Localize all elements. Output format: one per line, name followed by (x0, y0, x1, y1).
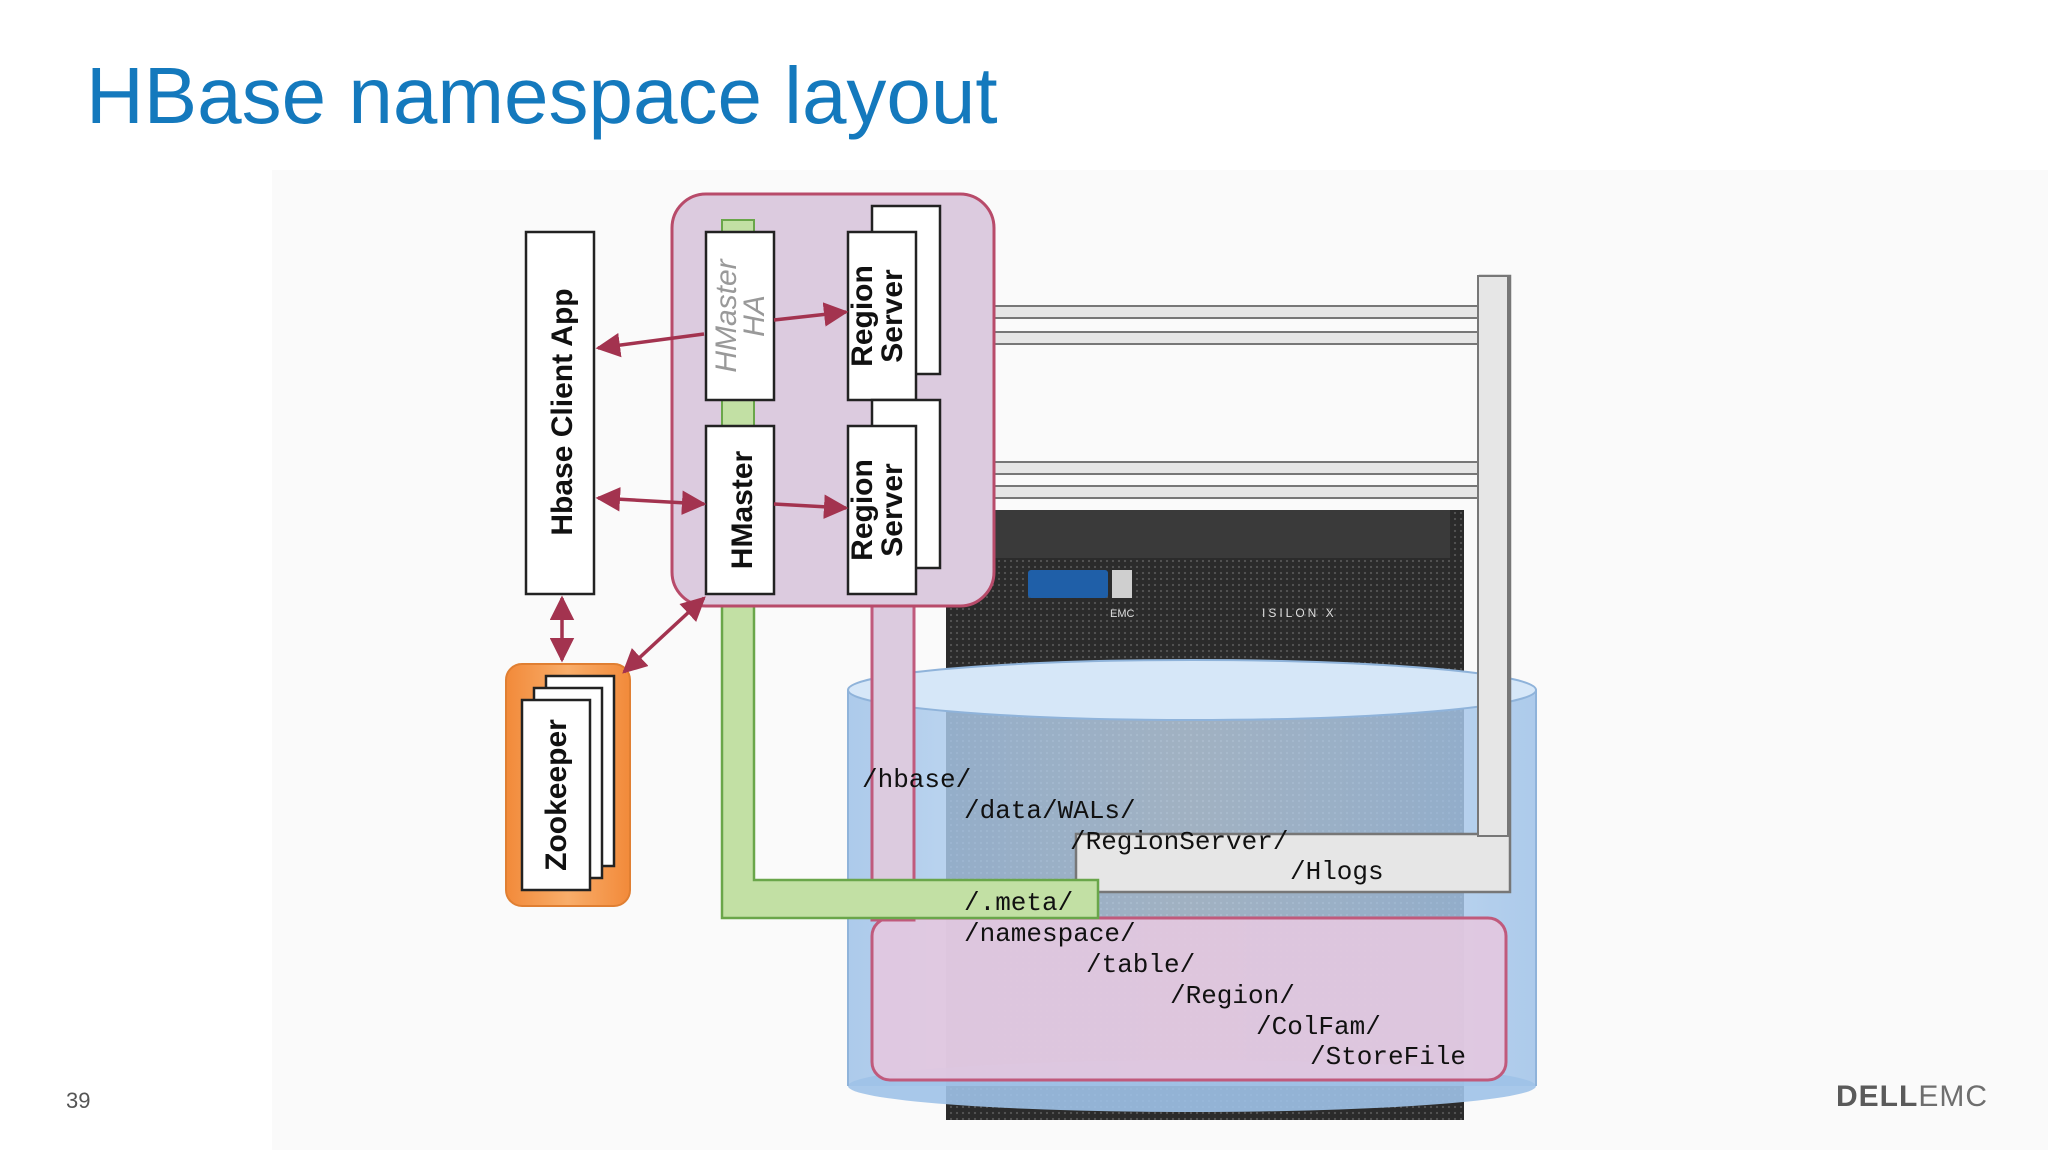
arrow-master-client (595, 487, 707, 515)
arrow-ha-region (773, 302, 849, 327)
logo-brand: DELL (1836, 1080, 1919, 1113)
arrow-master-region (773, 494, 849, 520)
region-server-bottom-label-2: Server (876, 463, 909, 557)
path-storefile: /StoreFile (1310, 1042, 1466, 1072)
region-server-bottom-label-1: Region (846, 459, 879, 561)
path-meta: /.meta/ (964, 888, 1073, 918)
page-number: 39 (66, 1088, 91, 1113)
hmaster-ha-box: HMaster HA (704, 230, 776, 402)
path-table: /table/ (1086, 950, 1195, 980)
arrow-ha-client (595, 332, 705, 358)
dell-emc-logo: DELLEMC (1836, 1080, 1988, 1114)
namespace-area (870, 916, 1508, 1082)
status-display-icon (1028, 570, 1108, 598)
logo-sub: EMC (1918, 1080, 1988, 1113)
hardware-vendor-label: EMC (1110, 608, 1135, 620)
slide-title: HBase namespace layout (86, 51, 998, 140)
region-server-top: Region Server (846, 204, 942, 402)
path-hlogs: /Hlogs (1290, 857, 1384, 887)
region-server-top-label-2: Server (876, 269, 909, 363)
data-channel (870, 578, 916, 922)
path-labels: /hbase/ /data/WALs/ /RegionServer/ /Hlog… (862, 765, 1466, 1072)
zookeeper-box: Zookeeper (505, 663, 631, 907)
hmaster-label: HMaster (726, 450, 759, 569)
path-namespace: /namespace/ (964, 919, 1136, 949)
connection-arrows (549, 302, 849, 674)
hmaster-ha-label-1: HMaster (710, 258, 743, 372)
wal-channel (939, 274, 1512, 894)
path-data-wals: /data/WALs/ (964, 796, 1136, 826)
region-server-top-label-1: Region (846, 265, 879, 367)
hmaster-box: HMaster (704, 424, 776, 596)
path-regionserver: /RegionServer/ (1070, 827, 1288, 857)
hmaster-ha-label-2: HA (738, 295, 771, 337)
client-app-label: Hbase Client App (546, 288, 579, 535)
arrow-master-zookeeper (622, 596, 706, 674)
client-app-box: Hbase Client App (524, 230, 596, 596)
power-button-icon (1112, 570, 1132, 598)
zookeeper-label: Zookeeper (540, 719, 573, 871)
hardware-product-label: ISILON X (1262, 606, 1337, 620)
path-colfam: /ColFam/ (1256, 1012, 1381, 1042)
path-region: /Region/ (1170, 981, 1295, 1011)
path-hbase: /hbase/ (862, 765, 971, 795)
region-server-bottom: Region Server (846, 398, 942, 596)
